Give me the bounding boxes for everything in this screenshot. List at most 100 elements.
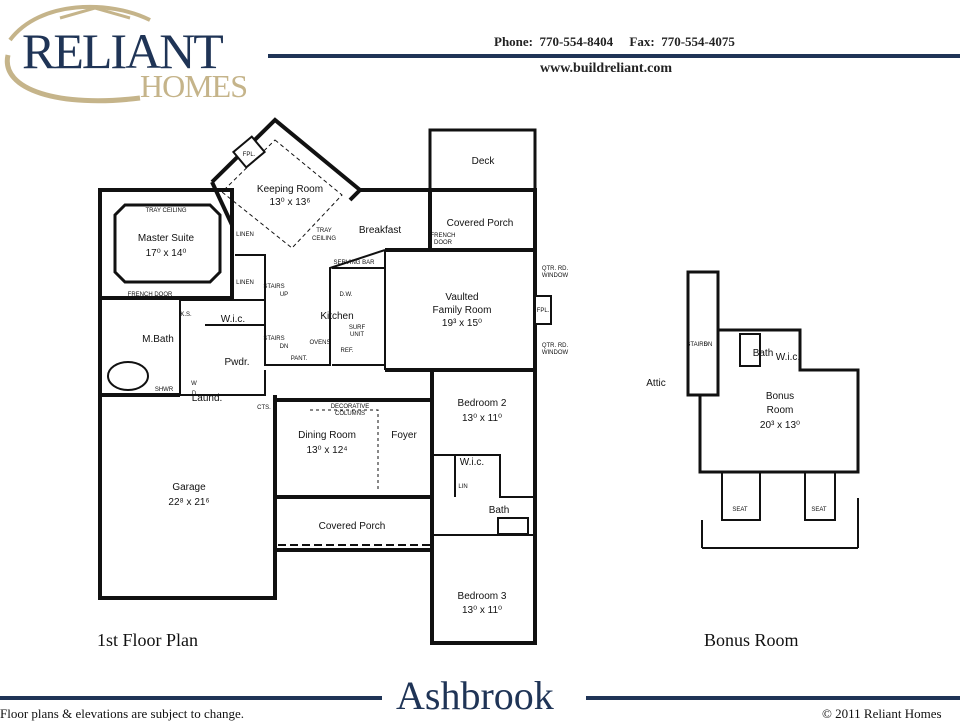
- bonus-wic: W.i.c.: [776, 352, 800, 363]
- dims-bedroom2: 13⁰ x 11⁰: [462, 413, 502, 424]
- dims-bedroom3: 13⁰ x 11⁰: [462, 605, 502, 616]
- bonus-room-name-1: Bonus: [766, 391, 794, 402]
- bonus-title: Bonus Room: [704, 630, 799, 650]
- website: www.buildreliant.com: [540, 61, 672, 76]
- exterior-walls: [98, 117, 537, 645]
- phone-number: 770-554-8404: [539, 34, 614, 49]
- label-french-door-master: FRENCH DOOR: [128, 292, 173, 298]
- room-bedroom2: Bedroom 2: [458, 398, 507, 409]
- plan-name: Ashbrook: [396, 673, 554, 718]
- bonus-label-seat-right: SEAT: [811, 507, 827, 513]
- fireplace-family: [534, 295, 552, 325]
- interior-walls: [179, 249, 535, 536]
- dims-family: 19³ x 15⁰: [442, 318, 482, 329]
- room-bath: Bath: [489, 505, 510, 516]
- tray-ceiling-keeping: [221, 139, 343, 249]
- phone-label: Phone:: [494, 34, 533, 49]
- label-serving-bar: SERVING BAR: [334, 260, 376, 266]
- room-covered-porch-front: Covered Porch: [319, 521, 386, 532]
- tray-ceiling-master: [113, 203, 222, 284]
- label-dec-columns-1: DECORATIVE: [331, 404, 370, 410]
- label-tray-master: TRAY CEILING: [145, 208, 186, 214]
- room-family-2: Family Room: [433, 305, 492, 316]
- room-family-1: Vaulted: [445, 292, 478, 303]
- label-french-door-rear-1: FRENCH: [431, 233, 456, 239]
- room-keeping: Keeping Room: [257, 184, 323, 195]
- label-surf-2: UNIT: [350, 332, 364, 338]
- label-qtr-bot-1: QTR. RD.: [542, 343, 569, 349]
- label-shwr: SHWR: [155, 387, 174, 393]
- header-rule: [268, 54, 960, 58]
- room-bedroom3: Bedroom 3: [458, 591, 507, 602]
- label-stairs-up: STAIRS: [263, 284, 284, 290]
- first-floor-title: 1st Floor Plan: [97, 630, 199, 650]
- label-fpl-keeping: FPL.: [243, 152, 256, 158]
- bonus-label-stairs: STAIRS: [686, 342, 707, 348]
- bath-tub: [497, 517, 529, 535]
- room-dining: Dining Room: [298, 430, 356, 441]
- room-master-suite: Master Suite: [138, 233, 195, 244]
- bonus-bath: Bath: [753, 348, 774, 359]
- bonus-walls: [686, 270, 860, 474]
- brand-name: RELIANT: [22, 23, 224, 79]
- label-pant: PANT.: [291, 356, 308, 362]
- room-covered-porch-rear: Covered Porch: [447, 218, 514, 229]
- room-deck: Deck: [472, 156, 496, 167]
- disclaimer: Floor plans & elevations are subject to …: [0, 706, 245, 721]
- bonus-room-name-2: Room: [767, 405, 794, 416]
- room-kitchen: Kitchen: [320, 311, 353, 322]
- label-up: UP: [280, 292, 288, 298]
- room-wic-bed2: W.i.c.: [460, 457, 484, 468]
- room-mbath: M.Bath: [142, 334, 174, 345]
- fax-label: Fax:: [629, 34, 655, 49]
- label-ks: K.S.: [180, 312, 192, 318]
- room-pwdr: Pwdr.: [224, 357, 249, 368]
- master-tub: [107, 361, 149, 391]
- label-surf-1: SURF: [349, 325, 366, 331]
- dims-garage: 22⁸ x 21⁶: [168, 497, 209, 508]
- room-garage: Garage: [172, 482, 206, 493]
- decorative-columns: [310, 409, 379, 490]
- bonus-room-dims: 20³ x 13⁰: [760, 420, 800, 431]
- label-ref: REF.: [340, 348, 353, 354]
- label-cts: CTS.: [257, 405, 271, 411]
- label-qtr-top-1: QTR. RD.: [542, 266, 569, 272]
- label-tray-keeping-2: CEILING: [312, 236, 336, 242]
- room-foyer: Foyer: [391, 430, 417, 441]
- label-dn: DN: [280, 344, 289, 350]
- deck-outline: [428, 128, 537, 192]
- bonus-dormers: [701, 472, 859, 549]
- label-french-door-rear-2: DOOR: [434, 240, 453, 246]
- label-linen-1: LINEN: [236, 232, 254, 238]
- copyright: © 2011 Reliant Homes: [822, 706, 942, 721]
- label-w: W: [191, 381, 197, 387]
- bonus-label-dn: DN: [704, 342, 713, 348]
- label-ovens: OVENS: [309, 340, 330, 346]
- dims-master-suite: 17⁰ x 14⁰: [146, 248, 187, 259]
- logo-roof-swoosh: [4, 4, 151, 104]
- fax-number: 770-554-4075: [661, 34, 735, 49]
- label-qtr-bot-2: WINDOW: [542, 350, 569, 356]
- label-linen-2: LINEN: [236, 280, 254, 286]
- room-wic-master: W.i.c.: [221, 314, 245, 325]
- room-breakfast: Breakfast: [359, 225, 401, 236]
- bonus-attic: Attic: [646, 378, 665, 389]
- contact-line: Phone: 770-554-8404 Fax: 770-554-4075: [494, 34, 735, 50]
- fireplace-keeping: [231, 135, 267, 169]
- label-lin: LIN: [458, 484, 467, 490]
- label-dw: D.W.: [340, 292, 353, 298]
- bonus-tub: [739, 333, 761, 367]
- label-d: D: [192, 391, 197, 397]
- footer-rule-left: [0, 696, 382, 700]
- label-tray-keeping-1: TRAY: [316, 228, 332, 234]
- brand-subname: HOMES: [140, 68, 248, 104]
- room-laund: Laund.: [192, 393, 223, 404]
- label-qtr-top-2: WINDOW: [542, 273, 569, 279]
- label-dec-columns-2: COLUMNS: [335, 411, 365, 417]
- label-fpl-family: FPL.: [537, 308, 550, 314]
- dims-dining: 13⁰ x 12⁴: [306, 445, 347, 456]
- bonus-label-seat-left: SEAT: [732, 507, 748, 513]
- footer-rule-right: [586, 696, 960, 700]
- label-stairs-dn: STAIRS: [263, 336, 284, 342]
